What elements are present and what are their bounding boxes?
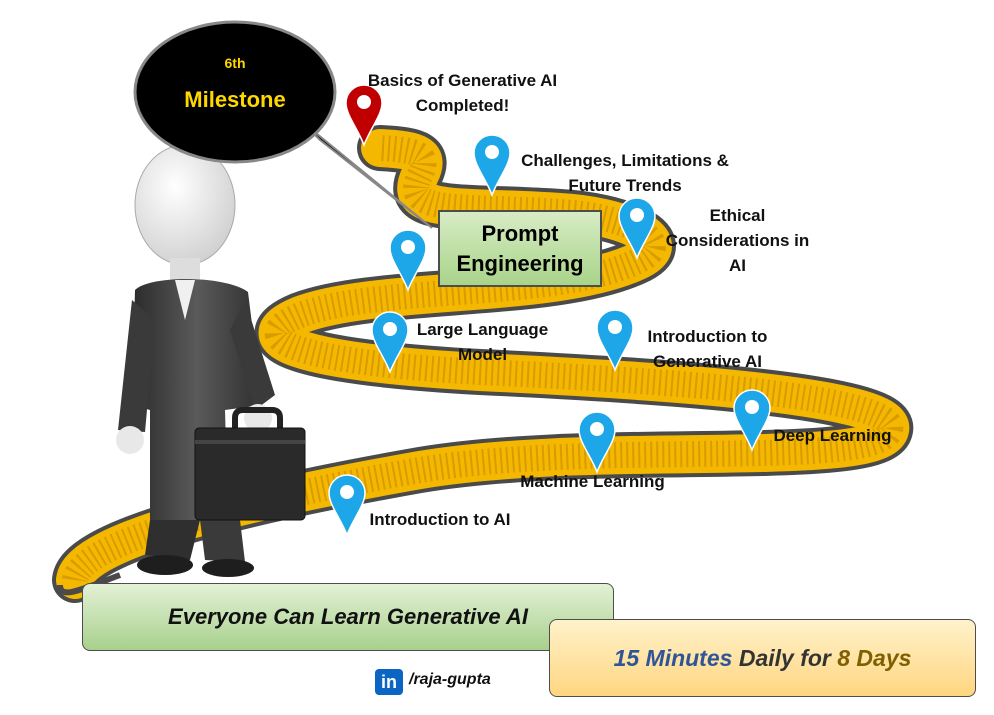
milestone-label: Machine Learning xyxy=(520,472,665,491)
linkedin-icon[interactable]: in xyxy=(375,669,403,695)
milestone-label: Introduction to AI xyxy=(369,510,511,529)
schedule-text: 15 Minutes Daily for 8 Days xyxy=(613,644,912,671)
current-milestone-box: Prompt Engineering xyxy=(438,210,602,287)
schedule-box: 15 Minutes Daily for 8 Days xyxy=(549,619,976,697)
pin-introduction-to-generative-ai-icon xyxy=(596,309,634,373)
milestone-label: Challenges, Limitations &Future Trends xyxy=(521,151,729,195)
banner-text: Everyone Can Learn Generative AI xyxy=(168,604,528,629)
bubble-title: Milestone xyxy=(184,87,286,112)
pin-introduction-to-ai-icon xyxy=(328,474,366,538)
pin-challenges-icon xyxy=(473,134,511,198)
pin-prompt-engineering-icon xyxy=(389,229,427,293)
pin-deep-learning-icon xyxy=(733,389,771,453)
current-milestone-line1: Prompt xyxy=(481,220,559,246)
businessman-figure xyxy=(116,144,275,577)
milestone-label: Deep Learning xyxy=(773,426,892,445)
briefcase-icon xyxy=(194,407,306,521)
linkedin-handle[interactable]: /raja-gupta xyxy=(409,671,491,688)
pin-completed-icon xyxy=(345,84,383,148)
current-milestone-line2: Engineering xyxy=(456,250,584,276)
speech-bubble xyxy=(133,20,433,229)
milestone-pins xyxy=(328,84,771,538)
pin-ethical-considerations-icon xyxy=(618,197,656,261)
pin-machine-learning-icon xyxy=(578,411,616,475)
banner-box: Everyone Can Learn Generative AI xyxy=(82,583,614,651)
pin-large-language-model-icon xyxy=(371,311,409,375)
bubble-ordinal: 6th xyxy=(224,55,246,71)
